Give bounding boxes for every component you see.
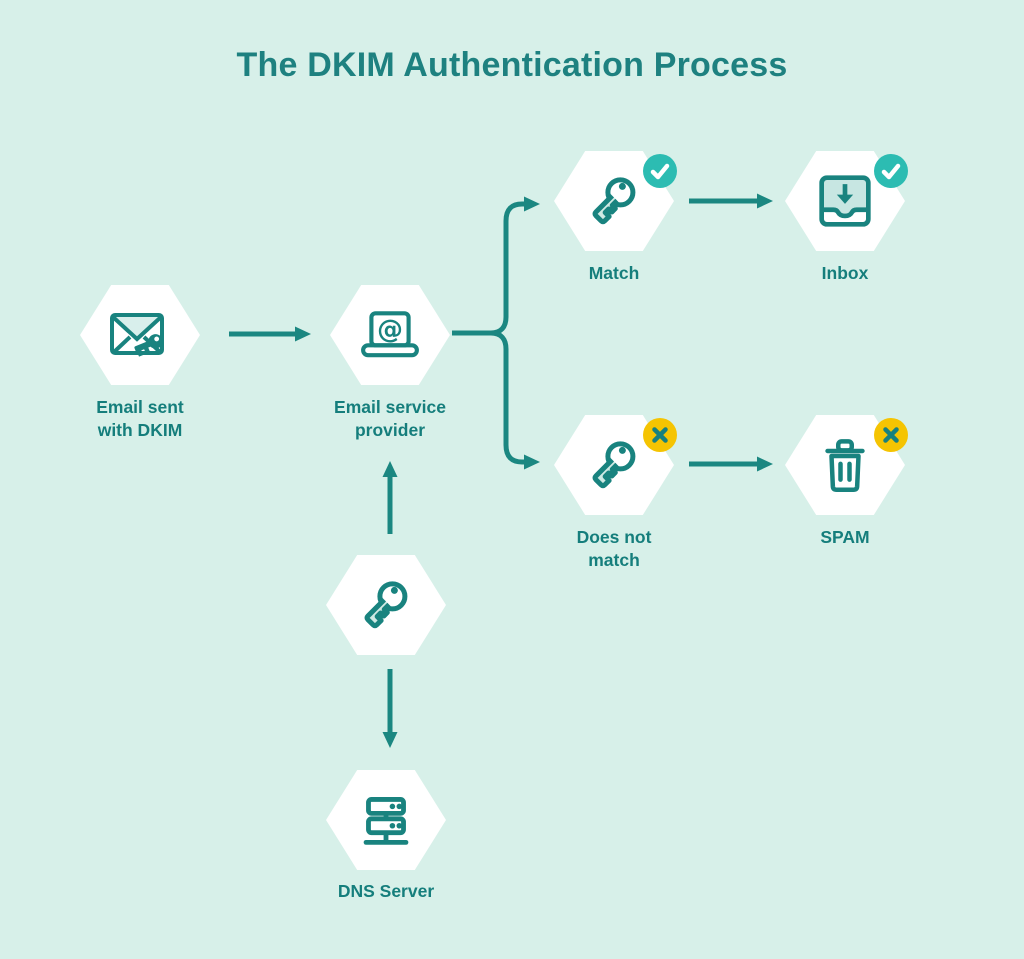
node-email-sent: [80, 285, 200, 385]
key-icon: [364, 581, 408, 629]
trash-icon: [825, 439, 865, 492]
hexagon: @: [330, 285, 450, 385]
connector-provider-to-match: [452, 196, 540, 336]
cross-badge: [643, 418, 677, 452]
envelope-key-icon: [110, 313, 164, 357]
server-icon: [363, 797, 409, 845]
hexagon: [326, 770, 446, 870]
label-inbox: Inbox: [821, 263, 869, 283]
hexagon: [80, 285, 200, 385]
key-icon: [592, 177, 636, 225]
node-dns-server: [326, 770, 446, 870]
diagram-title: The DKIM Authentication Process: [236, 46, 788, 84]
node-does-not-match: [554, 415, 677, 515]
node-dns-key: [326, 555, 446, 655]
node-match: [554, 151, 677, 251]
check-icon: [650, 163, 670, 180]
hexagon: [326, 555, 446, 655]
inbox-icon: [819, 175, 871, 227]
label-match: Match: [588, 263, 640, 283]
label-dns-server: DNS Server: [337, 881, 435, 901]
laptop-at-icon: @: [361, 311, 419, 358]
node-spam: [785, 415, 908, 515]
key-icon: [592, 441, 636, 489]
cross-icon: [652, 427, 668, 443]
cross-icon: [883, 427, 899, 443]
check-icon: [881, 163, 901, 180]
cross-badge: [874, 418, 908, 452]
node-inbox: [785, 151, 908, 251]
check-badge: [643, 154, 677, 188]
node-provider: @: [330, 285, 450, 385]
label-spam: SPAM: [820, 527, 870, 547]
svg-text:@: @: [377, 315, 403, 345]
check-badge: [874, 154, 908, 188]
